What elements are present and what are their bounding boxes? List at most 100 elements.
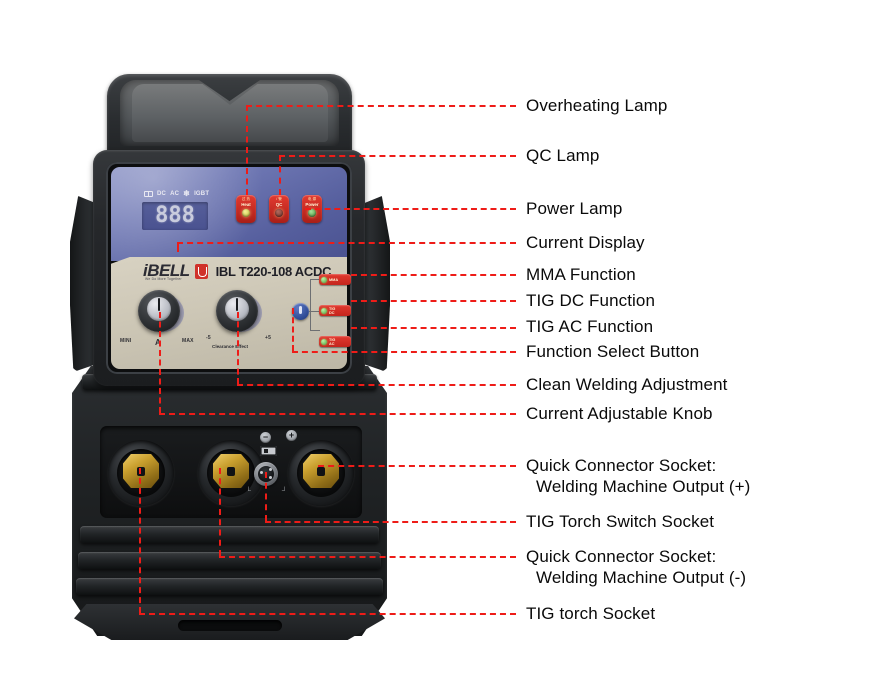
current-knob-unit-label: A bbox=[155, 338, 161, 347]
leader-clean-welding-h bbox=[237, 384, 516, 386]
leader-qc-lamp-h bbox=[279, 155, 516, 157]
tig-dc-led bbox=[321, 307, 327, 314]
bracket-mark-right: ┘ bbox=[282, 488, 287, 495]
leader-current-knob-h bbox=[159, 413, 516, 415]
annotation-quick-connector-pos-line1: Quick Connector Socket: bbox=[526, 456, 717, 475]
overheating-lamp: 过 热 Heat bbox=[236, 195, 256, 223]
tig-dc-label-1: TIG bbox=[329, 306, 336, 311]
leader-tig-torch-switch-h bbox=[265, 521, 516, 523]
tig-ac-label-2: AC bbox=[329, 341, 335, 346]
plug-icon bbox=[260, 446, 277, 456]
leader-quick-connector-pos-h bbox=[318, 465, 516, 467]
annotation-mma-function: MMA Function bbox=[526, 265, 636, 284]
leader-current-display-v bbox=[177, 242, 179, 252]
igbt-label: IGBT bbox=[194, 191, 210, 197]
tig-torch-socket[interactable] bbox=[198, 440, 264, 506]
leader-tig-ac-function-h bbox=[351, 327, 516, 329]
base-slot bbox=[178, 620, 282, 631]
display-digits: 888 bbox=[155, 203, 195, 228]
annotation-clean-welding: Clean Welding Adjustment bbox=[526, 375, 728, 394]
annotation-quick-connector-pos-line2: Welding Machine Output (+) bbox=[536, 477, 751, 496]
annotation-tig-torch-switch: TIG Torch Switch Socket bbox=[526, 512, 715, 531]
clean-knob-unit-label: Clearance Effect bbox=[212, 344, 249, 349]
bracket-mark-left: └ bbox=[246, 488, 251, 495]
leader-tig-torch-switch-v bbox=[265, 472, 267, 521]
leader-current-display-h bbox=[177, 242, 516, 244]
qc-lamp-led bbox=[275, 209, 283, 217]
current-knob-min-label: MINI bbox=[120, 338, 132, 344]
leader-current-knob-v bbox=[159, 312, 161, 413]
annotation-function-select: Function Select Button bbox=[526, 342, 700, 361]
mode-tag-tig-ac[interactable]: TIG AC bbox=[319, 336, 351, 347]
annotation-tig-dc-function: TIG DC Function bbox=[526, 291, 656, 310]
qc-lamp: / 警 QC bbox=[269, 195, 289, 223]
annotation-current-display: Current Display bbox=[526, 233, 645, 252]
mode-wire bbox=[310, 279, 320, 331]
quick-connector-socket-positive[interactable] bbox=[288, 440, 354, 506]
leader-tig-torch-socket-h bbox=[139, 613, 516, 615]
brand-row: iBELL We Do More Together IBL T220-108 A… bbox=[143, 262, 331, 281]
knob-pointer bbox=[158, 298, 160, 311]
socket-pin bbox=[269, 468, 272, 471]
igbt-mark-dc: DC bbox=[157, 191, 167, 197]
mode-wire-stub bbox=[309, 311, 321, 312]
annotation-current-knob: Current Adjustable Knob bbox=[526, 404, 713, 423]
tig-ac-led bbox=[321, 338, 327, 345]
mode-tag-mma[interactable]: MMA bbox=[319, 274, 351, 285]
overheating-lamp-label: Heat bbox=[241, 201, 251, 207]
negative-symbol: − bbox=[262, 432, 269, 442]
brand-logo-icon bbox=[194, 264, 208, 279]
leader-quick-connector-neg-v bbox=[219, 468, 221, 556]
tig-dc-label-2: DC bbox=[329, 310, 335, 315]
leader-function-select-v bbox=[292, 308, 294, 351]
leader-mma-function-h bbox=[351, 274, 516, 276]
annotation-tig-torch-socket: TIG torch Socket bbox=[526, 604, 656, 623]
igbt-header: DC AC ❄ IGBT bbox=[144, 189, 210, 198]
socket-bay: − + └ ┘ bbox=[100, 426, 362, 518]
leader-power-lamp-h bbox=[305, 208, 516, 210]
current-knob-max-label: MAX bbox=[182, 338, 194, 344]
overheating-lamp-cn: 过 热 bbox=[241, 197, 251, 201]
leader-quick-connector-neg-h bbox=[219, 556, 516, 558]
overheating-lamp-led bbox=[242, 209, 250, 217]
mode-tag-tig-dc[interactable]: TIG DC bbox=[319, 305, 351, 316]
quick-connector-socket-negative[interactable] bbox=[108, 440, 174, 506]
knob-pointer bbox=[236, 298, 238, 311]
brand-name: iBELL bbox=[143, 261, 190, 280]
igbt-mark-ac: AC bbox=[170, 191, 180, 197]
leader-qc-lamp-v bbox=[279, 155, 281, 195]
cooling-fin bbox=[76, 578, 383, 595]
socket-pin bbox=[269, 476, 272, 479]
model-number: IBL T220-108 ACDC bbox=[215, 264, 332, 279]
leader-clean-welding-v bbox=[237, 312, 239, 384]
tig-ac-label-1: TIG bbox=[329, 337, 336, 342]
qc-lamp-label: QC bbox=[275, 201, 283, 207]
leader-overheating-lamp-h bbox=[246, 105, 516, 107]
annotation-quick-connector-pos: Quick Connector Socket: Welding Machine … bbox=[526, 455, 750, 497]
positive-symbol: + bbox=[288, 430, 295, 440]
power-lamp-cn: 电 源 bbox=[307, 197, 317, 201]
snowflake-icon: ❄ bbox=[183, 189, 191, 198]
function-select-button[interactable] bbox=[292, 303, 309, 320]
socket-hole bbox=[317, 467, 325, 476]
annotation-qc-lamp: QC Lamp bbox=[526, 146, 600, 165]
annotation-quick-connector-neg-line1: Quick Connector Socket: bbox=[526, 547, 717, 566]
leader-tig-dc-function-h bbox=[351, 300, 516, 302]
socket-hole bbox=[137, 467, 145, 476]
power-lamp-label: Power bbox=[305, 201, 319, 207]
socket-pin bbox=[260, 471, 263, 474]
annotation-power-lamp: Power Lamp bbox=[526, 199, 623, 218]
annotation-quick-connector-neg: Quick Connector Socket: Welding Machine … bbox=[526, 546, 746, 588]
leader-overheating-lamp-v bbox=[246, 105, 248, 195]
battery-icon bbox=[144, 191, 153, 197]
power-lamp-led bbox=[308, 209, 316, 217]
socket-hole bbox=[227, 467, 235, 476]
leader-tig-torch-socket-v bbox=[139, 468, 141, 613]
cooling-fin bbox=[80, 526, 379, 543]
mma-label: MMA bbox=[329, 277, 339, 282]
leader-function-select-h bbox=[292, 351, 516, 353]
annotation-tig-ac-function: TIG AC Function bbox=[526, 317, 654, 336]
negative-polarity-icon: − bbox=[260, 432, 271, 443]
qc-lamp-cn: / 警 bbox=[276, 197, 282, 201]
